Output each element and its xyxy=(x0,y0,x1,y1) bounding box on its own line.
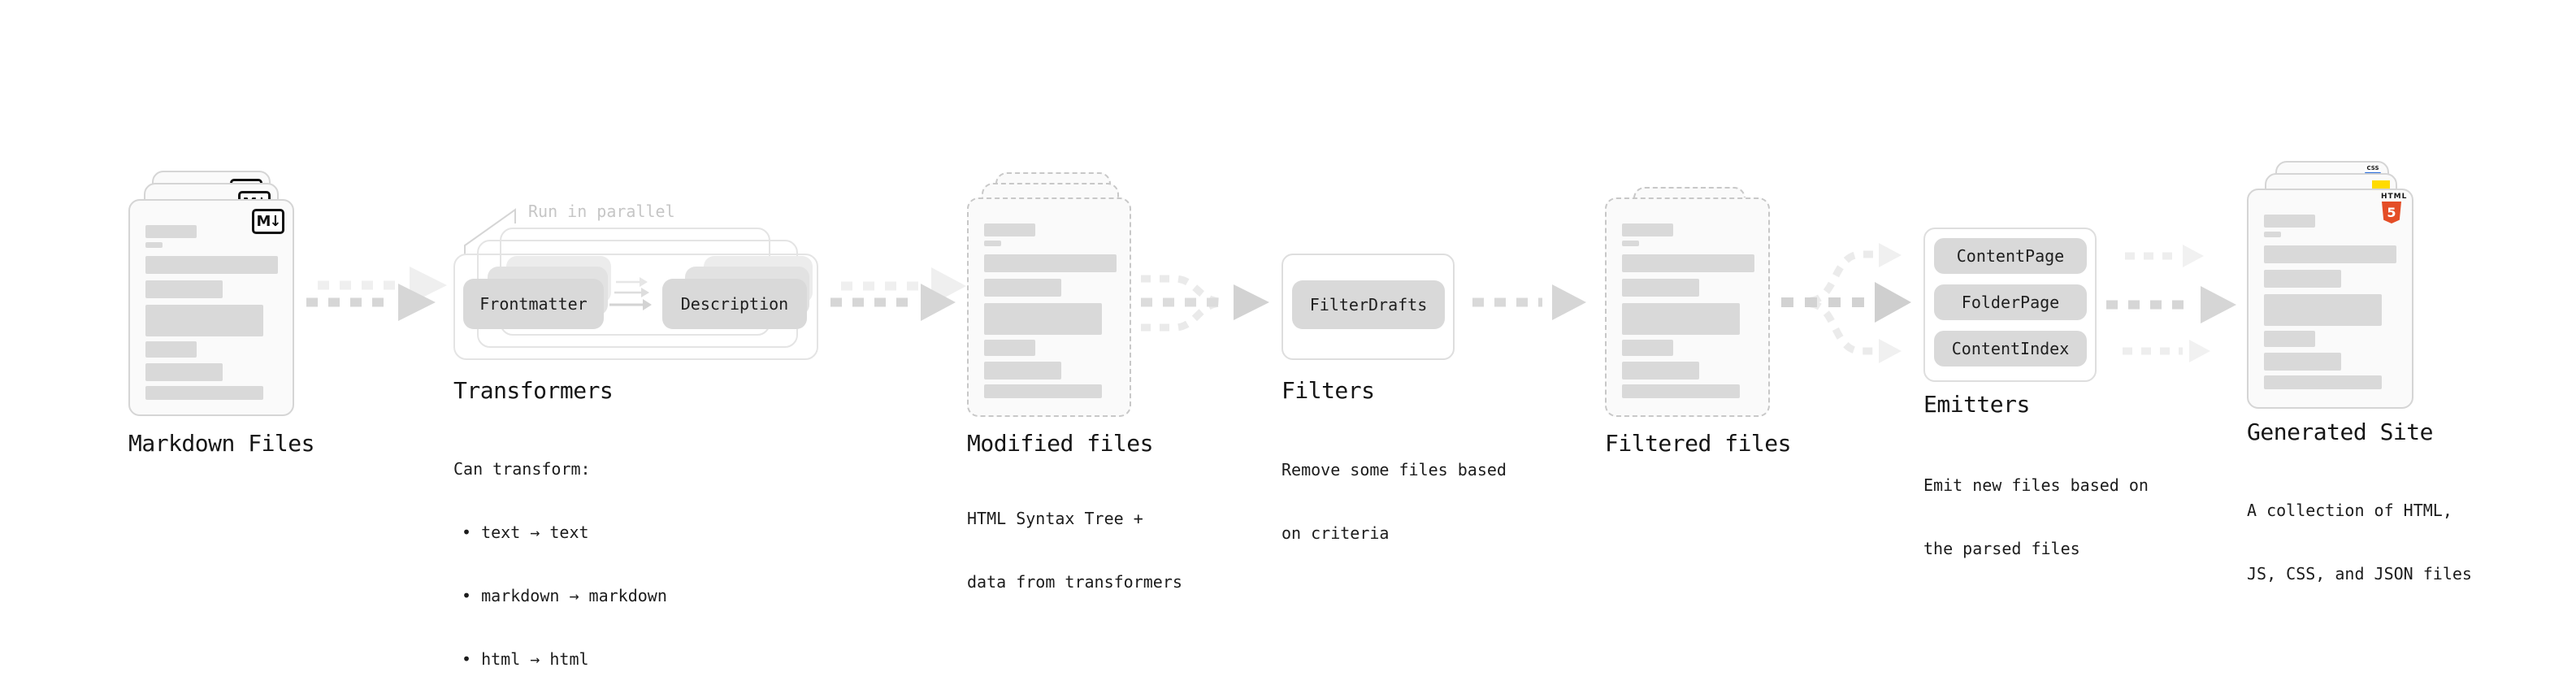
arrow-markdown-to-transformers-main xyxy=(306,284,436,321)
markdown-icon: M↓ xyxy=(252,209,284,234)
arrow-frontmatter-to-description xyxy=(609,277,652,310)
description-line: JS, CSS, and JSON files xyxy=(2247,564,2472,583)
transformer-pill-frontmatter: Frontmatter xyxy=(463,279,604,329)
run-in-parallel-callout-line xyxy=(464,208,516,254)
modified-file-card-front xyxy=(967,197,1131,417)
skeleton-text-bar xyxy=(1622,241,1639,246)
skeleton-text-bar xyxy=(2264,215,2315,228)
skeleton-text-bar xyxy=(2264,232,2281,237)
skeleton-text-bar xyxy=(2264,270,2341,288)
css-icon-label: CSS xyxy=(2366,165,2379,171)
markdown-file-card-front: M↓ xyxy=(128,199,294,416)
stage-label-markdown-files: Markdown Files xyxy=(128,430,315,457)
html5-icon-label: HTML xyxy=(2381,193,2408,201)
skeleton-text-bar xyxy=(1622,340,1673,356)
skeleton-text-bar xyxy=(2264,331,2315,347)
html5-icon-shield: 5 xyxy=(2382,202,2401,223)
skeleton-text-bar xyxy=(145,256,278,274)
generated-file-card-html: HTML 5 xyxy=(2247,189,2413,409)
description-line: on criteria xyxy=(1281,523,1390,543)
arrow-emitters-to-generated xyxy=(2106,245,2236,362)
skeleton-text-bar xyxy=(1622,223,1673,236)
skeleton-text-bar xyxy=(2264,294,2382,326)
skeleton-text-bar xyxy=(984,254,1117,272)
description-line: HTML Syntax Tree + xyxy=(967,509,1143,528)
filtered-file-card-front xyxy=(1605,197,1770,417)
description-line: Remove some files based xyxy=(1281,460,1507,479)
skeleton-text-bar xyxy=(1622,254,1754,272)
skeleton-text-bar xyxy=(984,340,1035,356)
arrow-modified-to-filters xyxy=(1141,275,1269,332)
skeleton-text-bar xyxy=(145,363,223,381)
transformer-box-front xyxy=(453,254,818,360)
skeleton-text-bar xyxy=(1622,362,1699,380)
transformers-description: Can transform: • text → text • markdown … xyxy=(453,416,667,681)
skeleton-text-bar xyxy=(2264,353,2341,371)
run-in-parallel-annotation: Run in parallel xyxy=(528,202,675,221)
emitters-description: Emit new files based on the parsed files xyxy=(1923,432,2149,601)
description-line: data from transformers xyxy=(967,572,1182,592)
skeleton-text-bar xyxy=(984,362,1061,380)
skeleton-text-bar xyxy=(984,303,1102,335)
skeleton-text-bar xyxy=(984,384,1102,398)
skeleton-text-bar xyxy=(1622,279,1699,297)
description-line: • text → text xyxy=(462,523,589,542)
stage-label-filtered-files: Filtered files xyxy=(1605,430,1792,457)
arrow-filtered-to-emitters xyxy=(1781,243,1911,363)
emitter-pill-contentindex: ContentIndex xyxy=(1934,331,2087,367)
description-line: A collection of HTML, xyxy=(2247,501,2452,520)
arrow-filters-to-filtered xyxy=(1472,284,1586,320)
filters-description: Remove some files based on criteria xyxy=(1281,417,1507,586)
arrow-transformers-to-modified-main xyxy=(830,284,956,321)
stage-label-filters: Filters xyxy=(1281,377,1375,404)
html5-icon: HTML 5 xyxy=(2381,193,2408,223)
skeleton-text-bar xyxy=(984,241,1001,246)
stage-label-emitters: Emitters xyxy=(1923,391,2030,418)
skeleton-text-bar xyxy=(145,225,197,238)
html5-icon-number: 5 xyxy=(2387,205,2396,220)
emitter-pill-folderpage: FolderPage xyxy=(1934,284,2087,320)
javascript-icon xyxy=(2372,180,2390,189)
emitter-pill-contentpage: ContentPage xyxy=(1934,238,2087,274)
skeleton-text-bar xyxy=(145,386,263,400)
description-line: • markdown → markdown xyxy=(462,586,667,605)
description-line: Can transform: xyxy=(453,459,591,479)
skeleton-text-bar xyxy=(1622,303,1740,335)
skeleton-text-bar xyxy=(145,242,163,248)
skeleton-text-bar xyxy=(1622,384,1740,398)
description-line: • html → html xyxy=(462,649,589,669)
modified-files-description: HTML Syntax Tree + data from transformer… xyxy=(967,466,1182,635)
skeleton-text-bar xyxy=(2264,375,2382,389)
skeleton-text-bar xyxy=(145,280,223,298)
generated-site-description: A collection of HTML, JS, CSS, and JSON … xyxy=(2247,458,2472,627)
transformer-pill-description: Description xyxy=(662,279,807,329)
stage-label-modified-files: Modified files xyxy=(967,430,1154,457)
skeleton-text-bar xyxy=(145,341,197,358)
skeleton-text-bar xyxy=(2264,245,2396,263)
description-line: Emit new files based on xyxy=(1923,475,2149,495)
filter-pill-filterdrafts: FilterDrafts xyxy=(1292,280,1445,329)
stage-label-transformers: Transformers xyxy=(453,377,614,404)
stage-label-generated-site: Generated Site xyxy=(2247,419,2434,445)
skeleton-text-bar xyxy=(984,223,1035,236)
skeleton-text-bar xyxy=(984,279,1061,297)
description-line: the parsed files xyxy=(1923,539,2080,558)
skeleton-text-bar xyxy=(145,305,263,336)
